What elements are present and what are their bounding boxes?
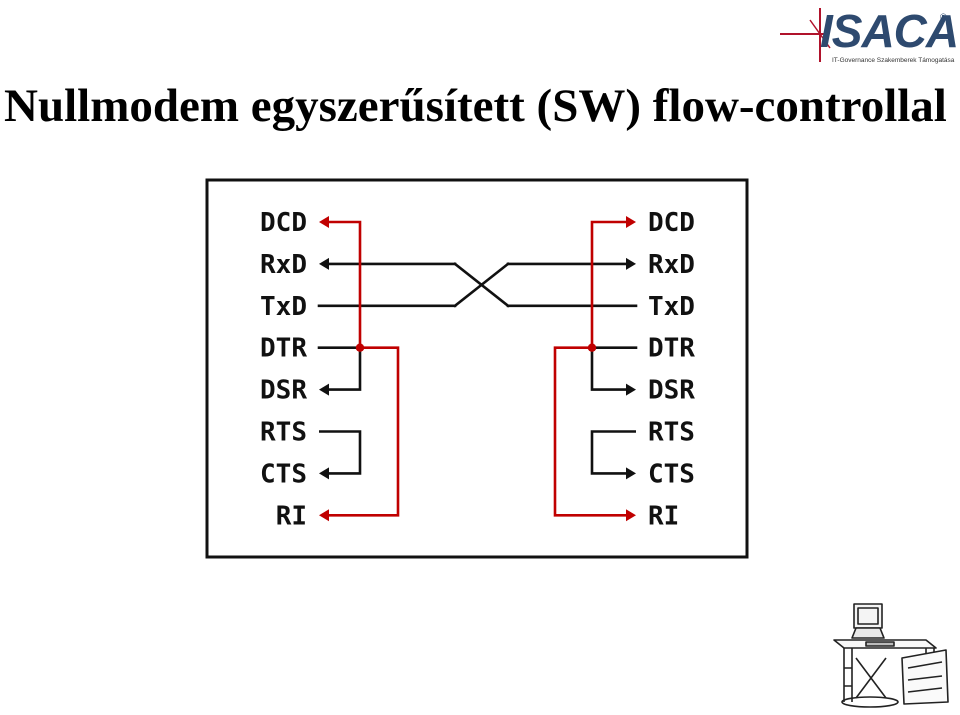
left-pin-label: DCD (260, 208, 307, 238)
logo-tagline: IT-Governance Szakemberek Támogatása (832, 57, 955, 64)
left-pin-label: DSR (260, 376, 307, 406)
isaca-logo: ISACA ® IT-Governance Szakemberek Támoga… (780, 2, 959, 70)
arrowhead-icon (319, 467, 329, 480)
junction-dot (587, 343, 597, 352)
nullmodem-wiring-diagram: DCD RxD TxD DTR DSR RTS CTS RI DCD RxD TxD DTR DSR R… (193, 166, 762, 566)
diagram-frame (205, 178, 749, 559)
wire-dtr-ri-left (325, 346, 400, 517)
page-title: Nullmodem egyszerűsített (SW) flow-contr… (4, 80, 947, 132)
right-pin-label: RxD (648, 250, 695, 280)
wire-cross-b (453, 262, 510, 308)
wire-dsr-left (325, 347, 362, 391)
wire-rts-cts-right (590, 430, 636, 475)
arrowhead-icon (319, 216, 329, 228)
wire-dtr-ri-right (553, 346, 630, 517)
wire-dsr-right (590, 347, 630, 391)
left-pin-label: RxD (260, 250, 307, 280)
wire-dtr-dcd-left (325, 220, 362, 348)
arrowhead-icon (626, 216, 636, 228)
computer-desk-clipart-icon (826, 598, 954, 710)
right-pin-label: CTS (648, 459, 695, 489)
left-pin-label: RTS (260, 418, 307, 448)
wire-dtr-dcd-right (590, 220, 630, 348)
arrowhead-icon (626, 383, 636, 396)
right-pin-label: RI (648, 501, 679, 531)
right-pin-label: TxD (648, 292, 695, 322)
registered-mark: ® (940, 12, 947, 22)
arrowhead-icon (626, 467, 636, 480)
arrowhead-icon (626, 509, 636, 522)
left-pin-label: TxD (260, 292, 307, 322)
right-pin-label: RTS (648, 418, 695, 448)
logo-wordmark: ISACA (820, 5, 959, 57)
right-pin-label: DTR (648, 334, 695, 364)
right-pin-label: DCD (648, 208, 695, 238)
logo-mark-icon (780, 8, 831, 62)
left-pin-label: RI (276, 501, 307, 531)
left-pin-label: CTS (260, 459, 307, 489)
arrowhead-icon (319, 383, 329, 396)
arrowhead-icon (319, 509, 329, 522)
arrowhead-icon (626, 257, 636, 270)
left-pin-label: DTR (260, 334, 307, 364)
junction-dot (355, 343, 365, 352)
arrowhead-icon (319, 257, 329, 270)
wire-rts-cts-left (319, 430, 362, 475)
right-pin-label: DSR (648, 376, 695, 406)
